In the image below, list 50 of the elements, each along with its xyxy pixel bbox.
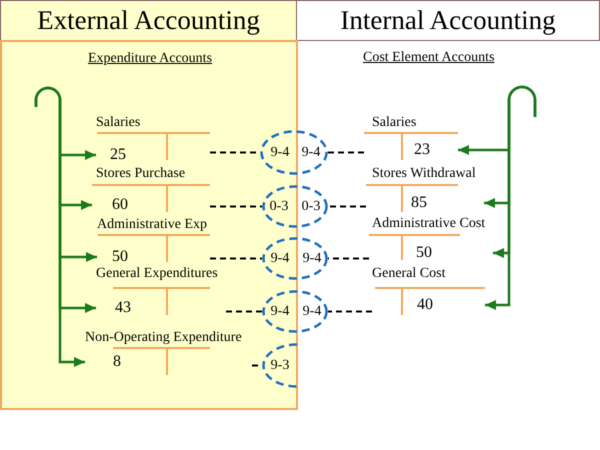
account-name: General Cost	[372, 266, 446, 282]
account-amount: 60	[112, 196, 128, 214]
dashed-line	[210, 206, 262, 208]
account-name: Salaries	[372, 115, 416, 131]
account-amount: 50	[112, 248, 128, 266]
t-account	[97, 217, 210, 262]
account-amount: 40	[417, 296, 433, 314]
account-amount: 23	[414, 141, 430, 159]
account-amount: 8	[113, 353, 121, 371]
column-header: External Accounting	[0, 0, 297, 41]
account-name: Non-Operating Expenditure	[85, 330, 242, 346]
dashed-line	[328, 206, 366, 208]
account-name: General Expenditures	[96, 266, 218, 282]
dashed-line	[328, 310, 372, 312]
dashed-line	[210, 258, 262, 260]
account-name: Administrative Exp	[97, 217, 208, 233]
t-account	[372, 266, 485, 315]
t-account	[364, 115, 458, 160]
dashed-line	[328, 152, 364, 154]
dashed-ellipse	[262, 237, 328, 280]
reference-code: 9-4	[302, 250, 322, 266]
reference-code: 0-3	[302, 198, 320, 214]
account-amount: 50	[416, 244, 432, 262]
reference-code: 9-4	[270, 144, 290, 160]
dashed-line	[328, 258, 369, 260]
panel	[0, 40, 298, 410]
reference-code: 9-4	[270, 250, 290, 266]
account-amount: 85	[411, 194, 427, 212]
arrow	[485, 86, 536, 310]
account-name: Stores Withdrawal	[372, 166, 476, 182]
reference-code: 9-3	[270, 358, 290, 374]
arrow	[34, 86, 85, 367]
account-amount: 25	[110, 146, 126, 164]
dashed-line	[226, 310, 262, 312]
reference-code: 9-4	[302, 144, 320, 160]
dashed-ellipse	[260, 130, 328, 175]
column-header: Internal Accounting	[296, 0, 600, 41]
account-name: Stores Purchase	[96, 166, 186, 182]
t-account	[92, 166, 210, 212]
account-name: Salaries	[96, 115, 140, 131]
section-heading: Cost Element Accounts	[363, 50, 494, 66]
dashed-ellipse	[262, 290, 328, 333]
account-name: Administrative Cost	[372, 216, 486, 232]
dashed-ellipse	[262, 185, 328, 228]
section-heading: Expenditure Accounts	[88, 51, 212, 67]
t-account	[96, 115, 210, 160]
reference-code: 0-3	[270, 198, 288, 214]
reference-code: 9-4	[270, 304, 290, 320]
reference-code: 9-4	[302, 304, 322, 320]
account-amount: 43	[115, 299, 131, 317]
